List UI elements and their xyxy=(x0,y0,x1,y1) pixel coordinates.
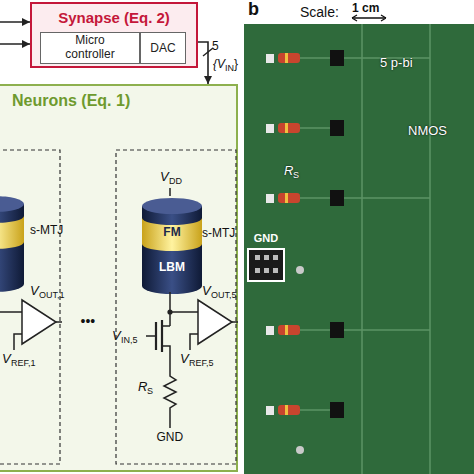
controller-box: Micro controller xyxy=(40,32,140,64)
pcb-photo xyxy=(244,24,474,474)
mtj-cylinder xyxy=(142,198,202,294)
nmos-symbol xyxy=(156,320,162,352)
diagram-label: V xyxy=(180,352,189,365)
node-text: Micro controller xyxy=(41,34,139,62)
node-text: GND xyxy=(246,232,286,244)
diagram-label: V xyxy=(202,284,211,297)
diagram-label: IN xyxy=(225,64,234,73)
dac-box: DAC xyxy=(140,32,186,64)
mtj-device: FM LBM s-MTJ xyxy=(142,198,238,294)
diagram-label: NMOS xyxy=(408,124,447,137)
diagram-label: s-MTJ xyxy=(30,224,63,236)
bus-slash xyxy=(203,48,213,56)
diagram-label: OUT,5 xyxy=(211,291,237,300)
diagram-label: S xyxy=(147,387,153,396)
diagram-label: GND xyxy=(157,431,184,443)
diagram-label: REF,1 xyxy=(11,359,36,368)
diagram-label: V xyxy=(30,284,39,297)
diagram-label: 1 cm xyxy=(352,2,379,14)
diagram-label: b xyxy=(248,0,259,18)
diagram-label: R xyxy=(138,380,147,393)
scale-bar xyxy=(352,15,386,21)
neuron-frame xyxy=(0,150,60,464)
neuron-frame xyxy=(116,150,236,464)
pin-header xyxy=(246,247,286,283)
mtj-cylinder xyxy=(0,196,24,292)
diagram-label: REF,5 xyxy=(189,359,214,368)
diagram-label: 5 p-bi xyxy=(380,56,413,69)
node-text: LBM xyxy=(142,260,202,274)
diagram-label: IN,5 xyxy=(121,336,138,345)
diagram-label: {V xyxy=(213,58,225,70)
neuron-wires xyxy=(0,188,238,428)
neuron-group-box: Neurons (Eq. 1) FM LBM s-MTJ xyxy=(0,84,238,472)
node-text: DAC xyxy=(150,41,175,55)
diagram-label: } xyxy=(234,58,238,70)
node-text: s-MTJ xyxy=(202,226,235,240)
diagram-label: S xyxy=(293,171,299,180)
diagram-label: V xyxy=(160,170,169,183)
comparator-symbol xyxy=(22,300,56,344)
diagram-label: V xyxy=(112,329,121,342)
node-text: Synapse (Eq. 2) xyxy=(32,9,196,26)
junction-dot xyxy=(167,309,172,314)
pcb-traces xyxy=(300,24,430,474)
diagram-label: V xyxy=(2,352,11,365)
diagram-label: OUT,1 xyxy=(39,291,65,300)
input-arrows xyxy=(0,22,30,44)
node-text: Neurons (Eq. 1) xyxy=(12,92,130,110)
diagram-label: DD xyxy=(169,177,182,186)
diagram-label: R xyxy=(284,164,293,177)
bus-width-label: 5 xyxy=(212,40,219,52)
node-text: FM xyxy=(142,225,202,239)
bus-connector xyxy=(198,42,208,84)
comparator-symbol xyxy=(198,300,232,344)
diagram-label: Scale: xyxy=(300,5,339,19)
synapse-box: Synapse (Eq. 2) Micro controller DAC xyxy=(30,2,198,68)
gnd-connector: GND xyxy=(246,232,286,284)
diagram-label: ••• xyxy=(81,314,96,328)
